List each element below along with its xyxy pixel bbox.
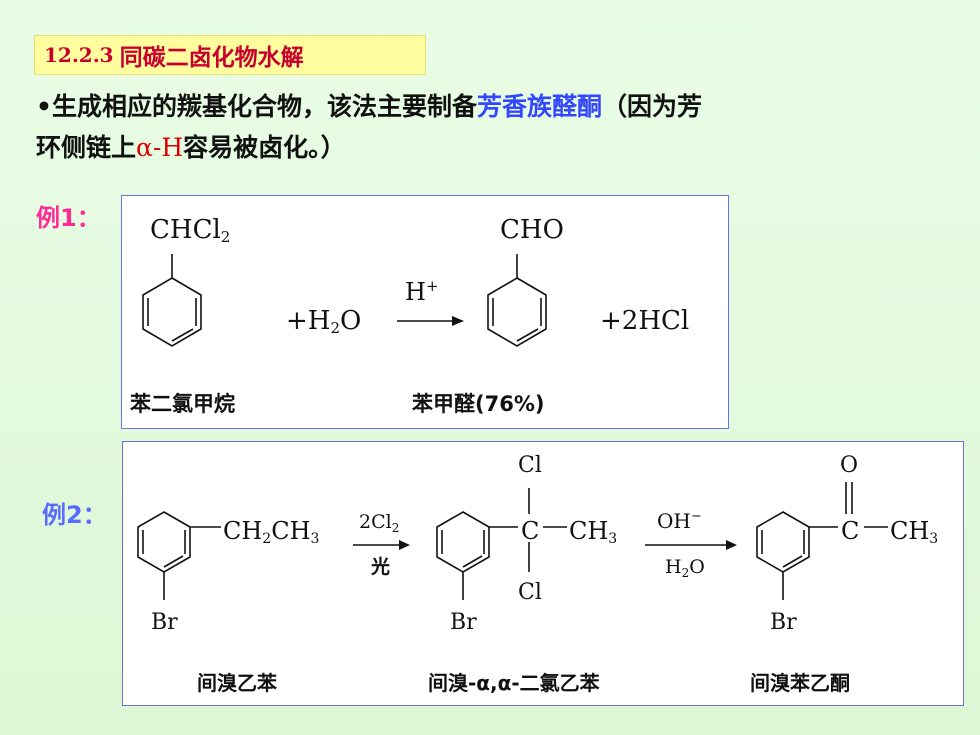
benzene-ring-3 xyxy=(756,482,888,600)
chlorination-reagent: 2Cl2 xyxy=(359,511,399,535)
benzene-ring-product xyxy=(487,254,547,347)
reactant-name: 苯二氯甲烷 xyxy=(129,392,235,416)
benzene-ring-1 xyxy=(137,511,221,600)
para-text-2: （因为芳 xyxy=(602,92,703,121)
bromo-label-2: Br xyxy=(450,610,477,635)
methyl-group-2: CH3 xyxy=(569,517,617,547)
light-condition: 光 xyxy=(370,555,390,578)
compound-name-1: 间溴乙苯 xyxy=(197,671,277,695)
bullet-icon: • xyxy=(36,92,52,121)
para-text-3: 环侧链上 xyxy=(36,133,137,162)
example2-label: 例2： xyxy=(42,501,107,529)
para-text-1: 生成相应的羰基化合物，该法主要制备 xyxy=(51,92,477,121)
reaction-arrow-2 xyxy=(353,540,410,550)
example2-reaction-box: CH2CH3 Br 2Cl2 光 Cl C CH3 Cl Br OH− xyxy=(122,441,964,706)
benzene-ring-2 xyxy=(436,488,567,600)
carbonyl-oxygen: O xyxy=(840,453,858,478)
chloro-top: Cl xyxy=(518,453,542,478)
water-reagent: +H2O xyxy=(286,306,361,337)
chloro-bottom: Cl xyxy=(518,580,542,605)
alpha-h-text: α-H xyxy=(136,133,184,162)
bromo-label-1: Br xyxy=(151,610,178,635)
reactant-group: CHCl2 xyxy=(150,215,230,246)
example1-label: 例1： xyxy=(36,204,101,232)
compound-name-3: 间溴苯乙酮 xyxy=(750,671,850,695)
product-name: 苯甲醛(76%) xyxy=(411,392,544,416)
compound-name-2: 间溴-α,α-二氯乙苯 xyxy=(428,671,600,695)
section-number: 12.2.3 xyxy=(44,43,114,67)
catalyst-label: H+ xyxy=(405,277,439,306)
bromo-label-3: Br xyxy=(770,610,797,635)
para-text-4: 容易被卤化。） xyxy=(183,133,346,162)
carbon-center-2: C xyxy=(521,517,539,545)
example1-reaction-box: CHCl2 +H2O H+ CHO +2HCl 苯二氯甲烷 苯甲醛(76%) xyxy=(121,195,729,429)
section-title: 同碳二卤化物水解 xyxy=(119,45,304,71)
reaction-arrow-3 xyxy=(645,540,737,550)
example1-reaction-diagram: CHCl2 +H2O H+ CHO +2HCl 苯二氯甲烷 苯甲醛(76%) xyxy=(129,215,689,416)
water-condition: H2O xyxy=(665,556,705,580)
para-highlight: 芳香族醛酮 xyxy=(477,92,603,121)
product-group: CHO xyxy=(500,215,564,245)
example2-reaction-diagram: CH2CH3 Br 2Cl2 光 Cl C CH3 Cl Br OH− xyxy=(137,453,938,695)
carbon-center-3: C xyxy=(841,517,859,545)
hydroxide-reagent: OH− xyxy=(657,509,702,533)
section-title-bar: 12.2.3 同碳二卤化物水解 xyxy=(34,35,426,75)
ethyl-group: CH2CH3 xyxy=(223,517,319,547)
benzene-ring-reactant xyxy=(142,254,202,347)
reaction-arrow-1 xyxy=(397,316,464,326)
methyl-group-3: CH3 xyxy=(890,517,938,547)
description-paragraph: •生成相应的羰基化合物，该法主要制备芳香族醛酮（因为芳 环侧链上α-H容易被卤化… xyxy=(36,86,956,168)
byproduct-label: +2HCl xyxy=(600,306,689,336)
